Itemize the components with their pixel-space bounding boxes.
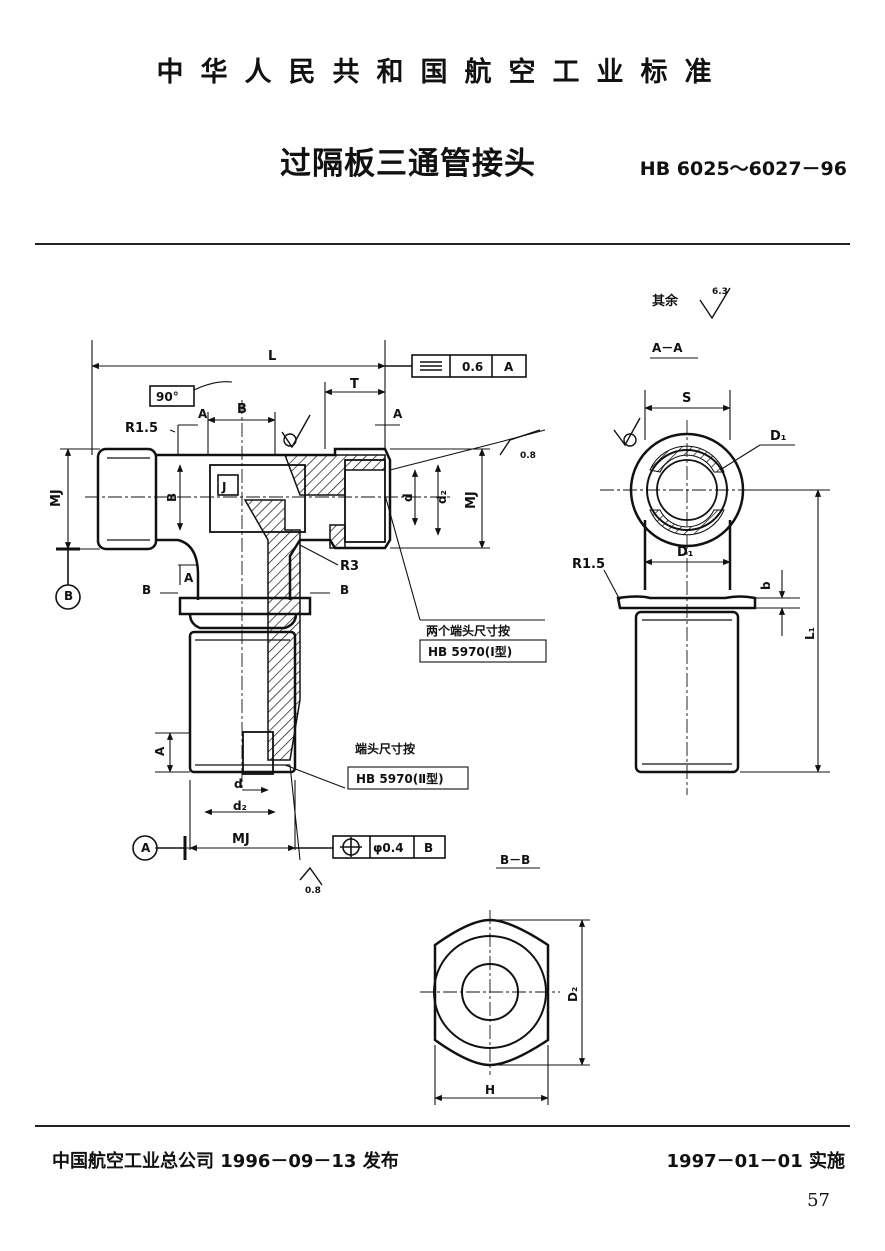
dim-d-right: d: [401, 493, 415, 502]
note-end-line1: 端头尺寸按: [355, 741, 415, 756]
dim-s-label: S: [682, 391, 691, 406]
dim-a-rotated: A: [153, 746, 167, 756]
flatness-datum: A: [504, 360, 514, 374]
cut-a-left: A: [198, 407, 208, 421]
position-datum: B: [424, 841, 433, 855]
cut-a-lower: A: [184, 571, 194, 585]
radius-label-aa: R1.5: [572, 557, 605, 572]
surface-note-value: 6.3: [712, 287, 728, 297]
datum-b-letter: B: [64, 589, 73, 603]
note-two-ends-line2: HB 5970(Ⅰ型): [428, 644, 512, 659]
dim-l1-label: L₁: [803, 627, 817, 640]
dim-d2-bottom: d₂: [233, 799, 247, 813]
roughness-value-right: 0.8: [520, 451, 536, 461]
dim-h-label: H: [485, 1083, 495, 1097]
cut-b-right: B: [340, 583, 349, 597]
note-two-ends-line1: 两个端头尺寸按: [426, 623, 510, 638]
dim-l-label: L: [268, 349, 276, 364]
radius-label-left: R1.5: [125, 421, 158, 436]
dim-t-label: T: [350, 377, 359, 392]
header-rule: [35, 243, 850, 245]
document-title: 过隔板三通管接头: [280, 146, 536, 182]
roughness-mark-right: [499, 429, 541, 456]
standard-number: HB 6025～6027－96: [639, 158, 847, 180]
dim-mj-bottom: MJ: [232, 832, 250, 847]
cut-b-left: B: [142, 583, 151, 597]
page-number: 57: [807, 1190, 830, 1211]
j-box: [217, 474, 239, 496]
roughness-mark-general: [699, 287, 731, 320]
dim-mj-left: MJ: [49, 489, 64, 507]
section-bb-view: [433, 918, 550, 1067]
angle-label: 90°: [156, 390, 179, 404]
section-bb-title: B－B: [500, 853, 530, 867]
position-value: φ0.4: [373, 841, 404, 855]
section-hatch-right: [329, 524, 380, 549]
issue-statement: 中国航空工业总公司 1996－09－13 发布: [52, 1151, 399, 1172]
position-tolerance-frame: [295, 835, 446, 859]
effective-statement: 1997－01－01 实施: [666, 1151, 845, 1172]
dim-b-rotated: B: [165, 493, 179, 502]
datum-b-marker: [55, 547, 81, 610]
dim-b-small: b: [759, 581, 773, 590]
dim-mj-right: MJ: [464, 491, 479, 509]
standard-body-heading: 中华人民共和国航空工业标准: [156, 57, 729, 88]
dim-d1-mid: D₁: [677, 545, 694, 560]
flatness-value: 0.6: [462, 360, 483, 374]
datum-a-letter: A: [141, 841, 151, 855]
dim-d1-top: D₁: [770, 429, 787, 444]
radius-label-r3: R3: [340, 559, 359, 574]
dim-d2-right: d₂: [435, 490, 449, 504]
detail-j-label: J: [221, 480, 226, 494]
main-view: [96, 447, 392, 774]
dim-d-bottom: d: [234, 777, 243, 791]
roughness-mark-bottom: [299, 866, 323, 886]
section-hatch-stem: [243, 499, 301, 761]
cut-a-right: A: [393, 407, 403, 421]
section-aa-view: [616, 432, 757, 774]
flatness-tolerance-frame: [385, 354, 527, 378]
roughness-value-bottom: 0.8: [305, 886, 321, 896]
surface-note: 其余: [652, 293, 679, 309]
section-hatch-top: [283, 454, 386, 496]
datum-a-marker: [132, 835, 187, 861]
angle-box: [149, 385, 195, 407]
footer-rule: [35, 1125, 850, 1127]
note-end-line2: HB 5970(Ⅱ型): [356, 771, 444, 786]
section-aa-title: A－A: [652, 341, 683, 355]
dim-d2-bb: D₂: [566, 987, 580, 1002]
dim-b-label: B: [237, 402, 247, 417]
